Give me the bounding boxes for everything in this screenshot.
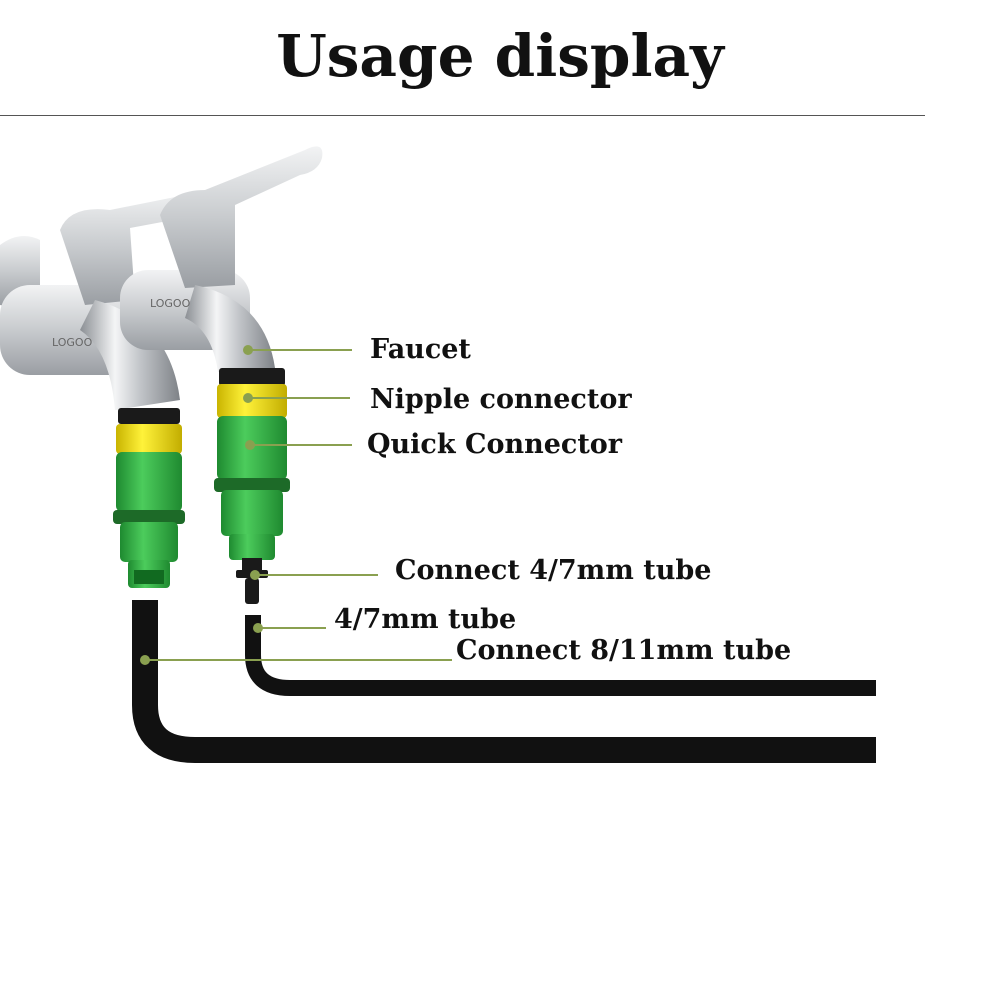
label-faucet: Faucet [370,334,471,365]
label-4-7mm-tube: 4/7mm tube [334,604,516,635]
right-faucet: LOGOO [120,146,322,372]
label-quick-connector: Quick Connector [367,429,623,460]
label-connect-4-7mm-tube: Connect 4/7mm tube [395,555,711,586]
faucet-logo-mark-2: LOGOO [150,297,191,310]
label-nipple-connector: Nipple connector [370,384,632,415]
label-connect-8-11mm-tube: Connect 8/11mm tube [456,635,791,666]
left-quick-connector [113,408,185,588]
right-nipple-and-quick-connector [214,368,290,604]
faucet-logo-mark: LOGOO [52,336,93,349]
